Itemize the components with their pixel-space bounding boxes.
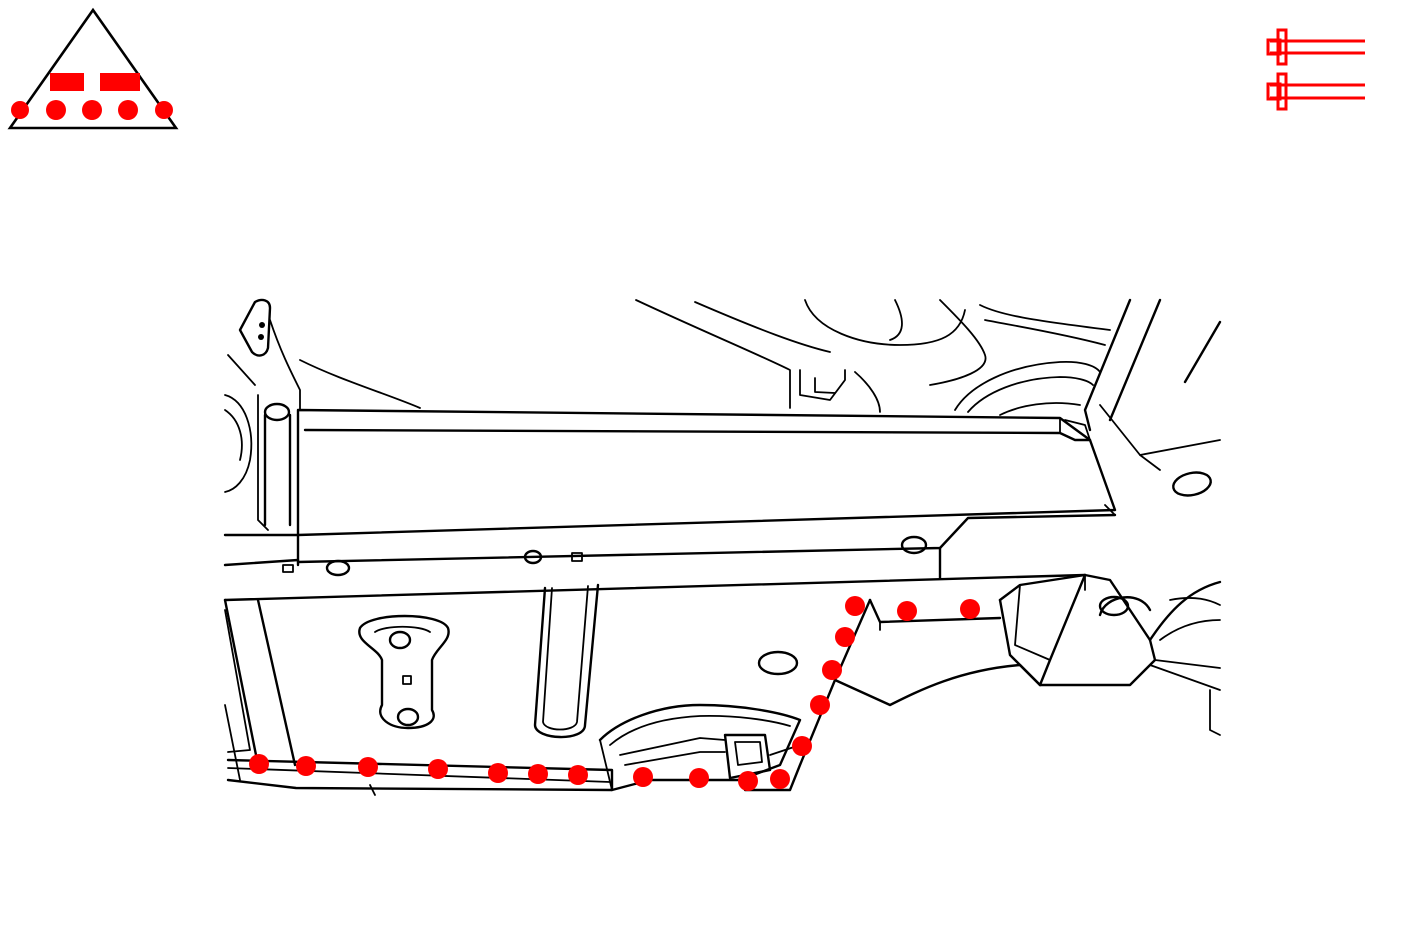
weld-spot bbox=[738, 771, 758, 791]
weld-spot bbox=[428, 759, 448, 779]
weld-dot bbox=[155, 101, 173, 119]
weld-spot bbox=[358, 757, 378, 777]
weld-spot bbox=[568, 765, 588, 785]
weld-dot bbox=[46, 100, 66, 120]
weld-spot bbox=[770, 769, 790, 789]
weld-bar-right bbox=[100, 73, 140, 91]
weld-spot bbox=[960, 599, 980, 619]
weld-spot bbox=[792, 736, 812, 756]
tool-bars-icon bbox=[1266, 28, 1365, 111]
vehicle-underbody-drawing bbox=[223, 298, 1222, 796]
weld-spot bbox=[528, 764, 548, 784]
weld-bar-left bbox=[50, 73, 84, 91]
weld-spots bbox=[249, 596, 980, 791]
weld-spot bbox=[488, 763, 508, 783]
weld-spot bbox=[897, 601, 917, 621]
weld-spot bbox=[296, 756, 316, 776]
weld-spot bbox=[689, 768, 709, 788]
weld-spot bbox=[249, 754, 269, 774]
weld-spot bbox=[845, 596, 865, 616]
spot-weld-triangle-icon bbox=[7, 7, 179, 130]
weld-spot bbox=[835, 627, 855, 647]
weld-dot bbox=[118, 100, 138, 120]
weld-spot bbox=[633, 767, 653, 787]
weld-spot bbox=[810, 695, 830, 715]
weld-dot bbox=[11, 101, 29, 119]
weld-spot bbox=[822, 660, 842, 680]
weld-dot bbox=[82, 100, 102, 120]
